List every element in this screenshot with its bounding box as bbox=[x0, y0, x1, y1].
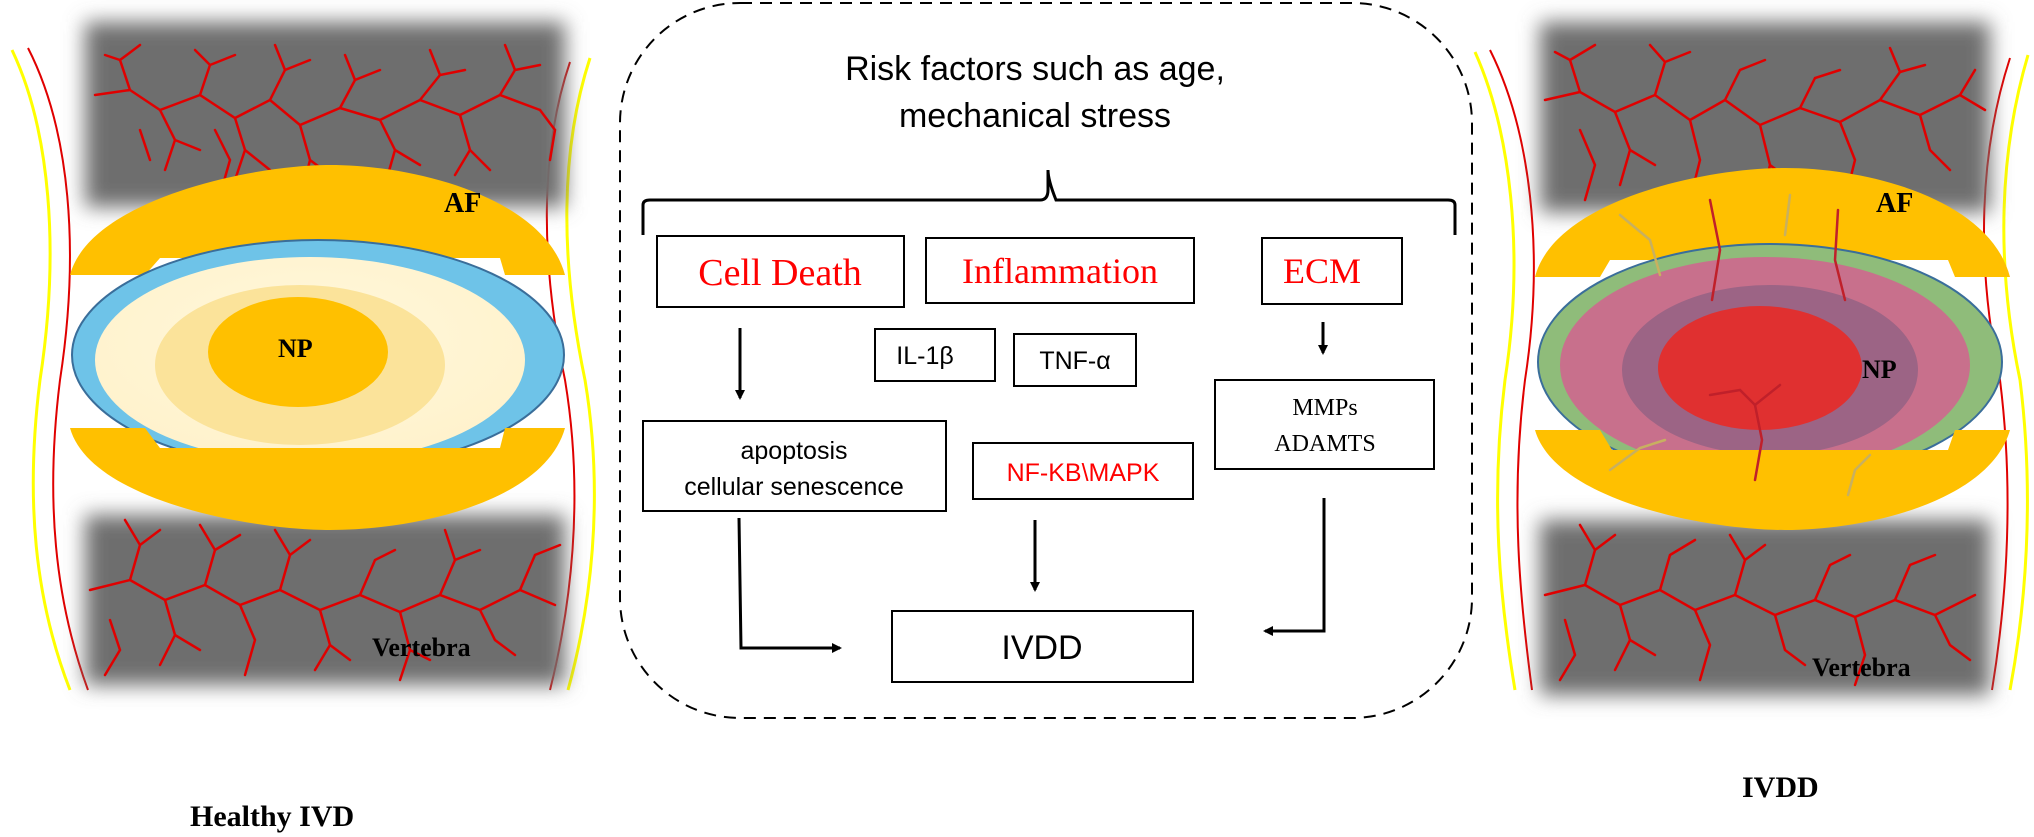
apoptosis-line-2: cellular senescence bbox=[684, 473, 904, 501]
left-yellow-boundary bbox=[10, 49, 72, 691]
healthy-af-lower bbox=[70, 428, 565, 530]
healthy-af-label: AF bbox=[444, 188, 481, 219]
healthy-ivd-caption: Healthy IVD bbox=[190, 800, 354, 833]
arrow-apoptosis-to-ivdd bbox=[737, 517, 842, 653]
risk-factors-line-1: Risk factors such as age, bbox=[845, 50, 1225, 88]
mmps-line-1: MMPs bbox=[1292, 395, 1357, 421]
nfkb-label: NF-KB\MAPK bbox=[1007, 459, 1160, 487]
pathway-dashed-frame bbox=[619, 2, 1473, 719]
ivdd-lower-vessels bbox=[1543, 523, 1977, 687]
ivdd-np-core bbox=[1658, 306, 1862, 430]
inflammation-box bbox=[925, 237, 1195, 304]
apoptosis-box bbox=[642, 420, 947, 512]
mmps-box bbox=[1214, 379, 1435, 470]
ivdd-box bbox=[891, 610, 1194, 683]
ivdd-label: IVDD bbox=[1001, 629, 1082, 667]
ivdd-af-lower bbox=[1535, 430, 2010, 530]
apoptosis-line-1: apoptosis bbox=[740, 437, 847, 465]
healthy-af-upper bbox=[70, 165, 565, 275]
lower-vertebra bbox=[85, 515, 565, 685]
healthy-ivd-illustration: AF NP Vertebra Healthy IVD bbox=[10, 22, 596, 833]
risk-brace bbox=[641, 169, 1457, 235]
ivdd-illustration: AF NP Vertebra IVDD bbox=[1473, 22, 2030, 804]
lower-vessels bbox=[88, 518, 562, 682]
ivdd-af-label: AF bbox=[1876, 188, 1913, 219]
ecm-label: ECM bbox=[1283, 251, 1361, 291]
risk-factors-line-2: mechanical stress bbox=[899, 97, 1171, 135]
ivdd-right-yellow-boundary bbox=[2002, 54, 2030, 691]
ivdd-vertebra-label: Vertebra bbox=[1812, 653, 1911, 682]
right-yellow-boundary bbox=[565, 57, 596, 691]
tnfa-label: TNF-α bbox=[1039, 347, 1110, 375]
inflammation-label: Inflammation bbox=[962, 251, 1158, 291]
healthy-np-core bbox=[208, 297, 388, 407]
il1b-box bbox=[874, 328, 996, 382]
ivdd-np-label: NP bbox=[1862, 355, 1897, 384]
ecm-box bbox=[1261, 237, 1403, 305]
ivdd-left-yellow-boundary bbox=[1473, 51, 1517, 691]
healthy-vertebra-label: Vertebra bbox=[372, 633, 471, 662]
pathway-flowchart: Risk factors such as age, mechanical str… bbox=[619, 2, 1473, 719]
mmps-line-2: ADAMTS bbox=[1274, 431, 1375, 457]
ivdd-upper-vessels bbox=[1543, 43, 1987, 207]
cell-death-label: Cell Death bbox=[698, 252, 862, 294]
cell-death-box bbox=[656, 235, 905, 308]
tnfa-box bbox=[1013, 333, 1137, 387]
nfkb-box bbox=[972, 442, 1194, 500]
il1b-label: IL-1β bbox=[896, 342, 953, 370]
left-red-boundary bbox=[27, 47, 89, 691]
ivdd-left-red-boundary bbox=[1489, 49, 1535, 691]
ivdd-ingrowing-vessels bbox=[1608, 193, 1872, 497]
healthy-np-label: NP bbox=[278, 334, 313, 363]
ivdd-caption: IVDD bbox=[1742, 771, 1819, 804]
arrow-mmps-to-ivdd bbox=[1263, 498, 1326, 636]
